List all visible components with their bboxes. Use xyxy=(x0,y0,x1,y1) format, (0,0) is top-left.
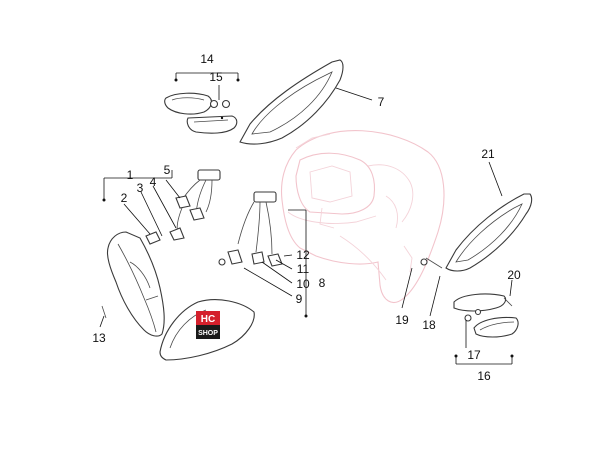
callout-9: 9 xyxy=(296,292,303,306)
callout-labels: 14 15 7 21 1 5 4 3 2 13 12 11 8 10 9 19 … xyxy=(92,52,521,383)
scooter-body-ghost xyxy=(280,130,445,303)
callout-20: 20 xyxy=(507,268,521,282)
callout-11: 11 xyxy=(297,262,310,276)
screw-13[interactable] xyxy=(101,305,107,319)
wiring-harness-center[interactable] xyxy=(218,191,283,267)
part-14-indicator-assembly[interactable] xyxy=(164,92,238,134)
callout-15: 15 xyxy=(209,70,223,84)
hc-shop-logo: HC SHOP xyxy=(196,311,220,339)
callout-14: 14 xyxy=(200,52,214,66)
logo-line1: HC xyxy=(201,314,215,325)
part-13-shell[interactable] xyxy=(106,231,165,337)
callout-1: 1 xyxy=(127,168,134,182)
part-16-indicator-assembly[interactable] xyxy=(453,293,519,338)
callout-7: 7 xyxy=(378,95,385,109)
callout-4: 4 xyxy=(150,175,157,189)
logo-line2: SHOP xyxy=(198,330,218,337)
callout-2: 2 xyxy=(121,191,128,205)
callout-12: 12 xyxy=(296,248,310,262)
leader-lines xyxy=(99,72,514,365)
bulb-set-left[interactable] xyxy=(145,227,185,245)
screw-20[interactable] xyxy=(503,297,513,307)
callout-18: 18 xyxy=(422,318,436,332)
callout-16: 16 xyxy=(477,369,491,383)
part-21-side-panel[interactable] xyxy=(445,193,533,272)
callout-8: 8 xyxy=(319,276,326,290)
callout-5: 5 xyxy=(164,163,171,177)
callout-13: 13 xyxy=(92,331,106,345)
screw-18[interactable] xyxy=(420,257,443,269)
callout-10: 10 xyxy=(296,277,310,291)
callout-3: 3 xyxy=(137,181,144,195)
callout-17: 17 xyxy=(467,348,481,362)
callout-19: 19 xyxy=(395,313,409,327)
wiring-harness-left[interactable] xyxy=(175,169,221,235)
callout-21: 21 xyxy=(481,147,495,161)
part-7-side-panel[interactable] xyxy=(239,59,344,145)
